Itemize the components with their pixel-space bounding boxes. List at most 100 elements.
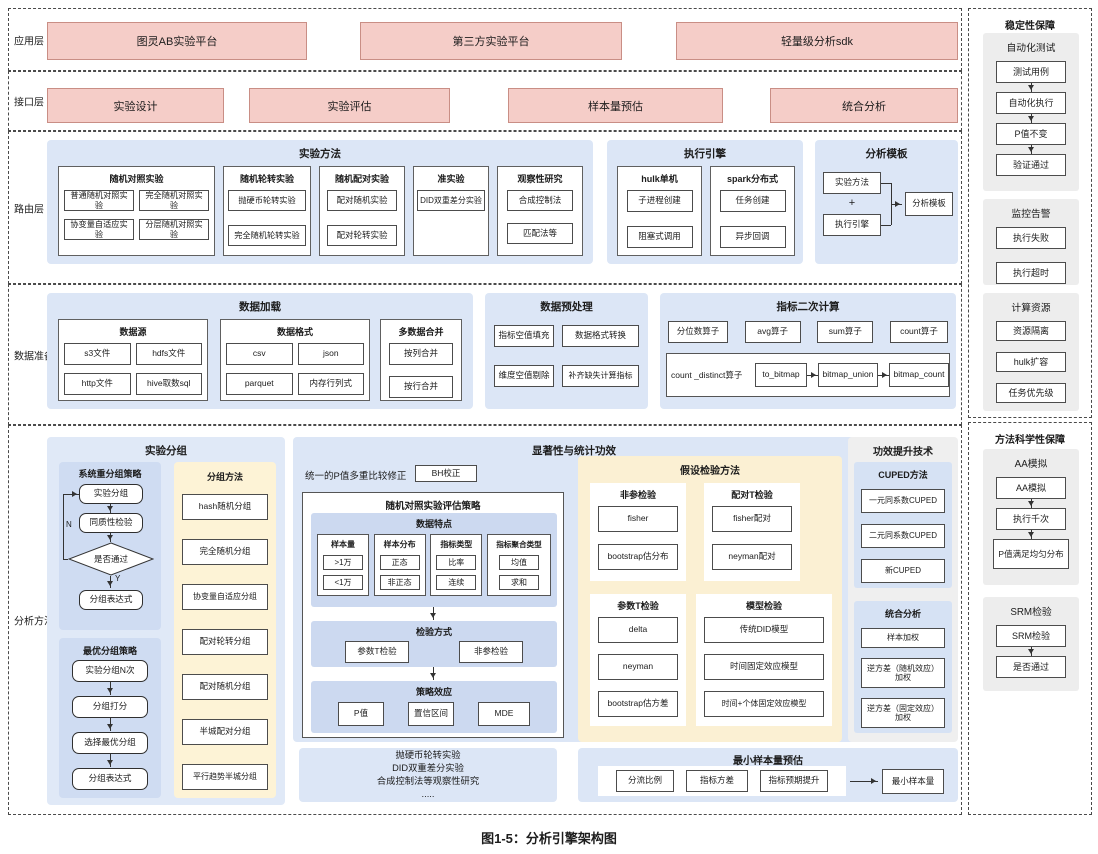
down-arrow-icon <box>1027 145 1034 154</box>
iface-box-sample-size-estimate: 样本量预估 <box>508 88 723 123</box>
rotation-col: 抛硬币轮转实验 完全随机轮转实验 <box>228 190 306 246</box>
flow-node-expression: 分组表达式 <box>79 590 143 610</box>
grouping-method: 半城配对分组 <box>182 719 268 745</box>
meta-analysis-panel: 统合分析 样本加权 逆方差（随机效应）加权 逆方差（固定效应）加权 <box>854 601 952 733</box>
iface-box-meta-analysis: 统合分析 <box>770 88 958 123</box>
hypothesis-testing-title: 假设检验方法 <box>680 466 740 477</box>
rct-item: 协变量自适应实验 <box>64 219 134 240</box>
param-t-item: bootstrap估方差 <box>598 691 678 717</box>
paired-t-item: neyman配对 <box>712 544 792 570</box>
note-line: DID双重差分实验 <box>392 763 464 774</box>
nonparam-title: 非参检验 <box>619 490 656 500</box>
grouping-method: 完全随机分组 <box>182 539 268 565</box>
preprocessing-panel: 数据预处理 指标空值填充 数据格式转换 维度空值剔除 补齐缺失计算指标 <box>485 293 648 409</box>
flow-step: bitmap_count <box>889 363 949 387</box>
cuped-item: 新CUPED <box>861 559 945 583</box>
min-sample-inputs-box: 分流比例 指标方差 指标预期提升 <box>598 766 846 796</box>
grouping-methods-title: 分组方法 <box>206 472 243 482</box>
trait-item: 均值 <box>498 555 539 570</box>
quasi-group: 准实验 DID双重差分实验 <box>413 166 489 256</box>
diamond-shape <box>67 542 155 576</box>
metric-calc-panel: 指标二次计算 分位数算子 avg算子 sum算子 count算子 count _… <box>660 293 956 409</box>
note-line: 抛硬币轮转实验 <box>395 750 461 761</box>
interface-layer-label: 接口层 <box>14 97 44 109</box>
data-loading-panel: 数据加载 数据源 s3文件 hdfs文件 http文件 hive取数sql 数据… <box>47 293 473 409</box>
rct-group: 随机对照实验 普通随机对照实验 完全随机对照实验 协变量自适应实验 分层随机对照… <box>58 166 215 256</box>
analysis-layer-frame: 分析方法 <box>8 425 962 815</box>
paired-group-title: 随机配对实验 <box>334 174 389 184</box>
stability-title: 稳定性保障 <box>1005 21 1055 32</box>
monitoring-item: 执行失败 <box>996 227 1066 249</box>
paired-group: 随机配对实验 配对随机实验 配对轮转实验 <box>319 166 405 256</box>
connector-line <box>881 225 891 226</box>
down-arrow-icon <box>430 667 436 680</box>
flow-step: to_bitmap <box>755 363 807 387</box>
preprocessing-title: 数据预处理 <box>540 301 593 313</box>
execution-engine-panel: 执行引擎 hulk单机 子进程创建 阻塞式调用 spark分布式 任务创建 异步… <box>607 140 803 264</box>
plus-sign: + <box>848 197 856 209</box>
data-format-grid: csv json parquet 内存行列式 <box>226 343 364 395</box>
significance-title: 显著性与统计功效 <box>532 445 616 457</box>
monitoring-title: 监控告警 <box>1011 209 1051 220</box>
data-merge-item: 按行合并 <box>389 376 453 398</box>
template-input-method: 实验方法 <box>823 172 881 194</box>
aa-sim-section: AA模拟 AA模拟 执行千次 P值满足均匀分布 <box>983 449 1079 585</box>
trait-item: 非正态 <box>379 575 420 590</box>
power-boost-panel: 功效提升技术 CUPED方法 一元同系数CUPED 二元同系数CUPED 新CU… <box>848 437 958 742</box>
grouping-title: 实验分组 <box>145 445 187 457</box>
bh-correction-box: BH校正 <box>415 465 477 482</box>
app-box-turing-ab-platform: 图灵AB实验平台 <box>47 22 307 60</box>
distinct-flow-box: count _distinct算子 to_bitmap bitmap_union… <box>666 353 950 397</box>
auto-test-section: 自动化测试 测试用例 自动化执行 P值不变 验证通过 <box>983 33 1079 191</box>
data-prep-layer-label: 数据准备 <box>14 351 54 362</box>
grouping-panel: 实验分组 系统重分组策略 实验分组 同质性检验 是否通过 Y 分组表达式 N 最… <box>47 437 285 805</box>
strategy-effect-item: P值 <box>338 702 384 726</box>
interface-layer-frame: 接口层 <box>8 71 962 131</box>
optimal-strategy-title: 最优分组策略 <box>82 646 137 656</box>
data-source-group: 数据源 s3文件 hdfs文件 http文件 hive取数sql <box>58 319 208 401</box>
down-arrow-icon <box>1027 114 1034 123</box>
data-format-group: 数据格式 csv json parquet 内存行列式 <box>220 319 370 401</box>
quasi-item: DID双重差分实验 <box>417 190 485 211</box>
experiment-methods-title: 实验方法 <box>299 148 341 160</box>
hypothesis-testing-panel: 假设检验方法 非参检验 fisher bootstrap估分布 配对T检验 fi… <box>578 456 842 742</box>
routing-layer-frame: 路由层 <box>8 131 962 284</box>
hulk-item: 子进程创建 <box>626 190 693 212</box>
rct-item: 完全随机对照实验 <box>139 190 209 211</box>
monitoring-item: 执行超时 <box>996 262 1066 284</box>
data-merge-item: 按列合并 <box>389 343 453 365</box>
flow-step: bitmap_union <box>818 363 878 387</box>
hulk-item: 阻塞式调用 <box>626 226 693 248</box>
grouping-method: 协变量自适应分组 <box>182 584 268 610</box>
trait-item: <1万 <box>323 575 363 590</box>
trait-aggregation-type: 指标聚合类型 均值 求和 <box>486 534 551 596</box>
data-format-item: json <box>297 343 364 365</box>
operator: avg算子 <box>744 321 801 343</box>
auto-test-item: P值不变 <box>996 123 1066 145</box>
decision-diamond: 是否通过 <box>67 542 155 576</box>
meta-analysis-title: 统合分析 <box>884 609 921 619</box>
aa-sim-title: AA模拟 <box>1014 459 1048 470</box>
data-format-item: parquet <box>226 373 293 395</box>
param-t-col: delta neyman bootstrap估方差 <box>598 617 678 717</box>
compute-resource-section: 计算资源 资源隔离 hulk扩容 任务优先级 <box>983 293 1079 411</box>
model-test-group: 模型检验 传统DID模型 时间固定效应模型 时间+个体固定效应模型 <box>696 594 832 726</box>
min-sample-input: 指标预期提升 <box>760 770 828 792</box>
cuped-item: 一元同系数CUPED <box>861 489 945 513</box>
data-traits-panel: 数据特点 样本量 >1万 <1万 样本分布 正态 非正态 指标类型 比率 <box>311 513 557 607</box>
decision-label: 是否通过 <box>93 554 128 564</box>
traits-row: 样本量 >1万 <1万 样本分布 正态 非正态 指标类型 比率 连续 <box>317 534 551 596</box>
data-loading-title: 数据加载 <box>239 301 281 313</box>
data-merge-title: 多数据合并 <box>398 327 444 337</box>
trait-item: 比率 <box>436 555 477 570</box>
model-test-col: 传统DID模型 时间固定效应模型 时间+个体固定效应模型 <box>704 617 824 717</box>
app-layer-label: 应用层 <box>14 36 44 47</box>
trait-metric-type: 指标类型 比率 连续 <box>430 534 483 596</box>
test-method-title: 检验方式 <box>415 627 452 637</box>
nonparam-group: 非参检验 fisher bootstrap估分布 <box>590 483 686 581</box>
data-source-item: hdfs文件 <box>135 343 202 365</box>
data-traits-title: 数据特点 <box>415 519 452 529</box>
paired-item: 配对随机实验 <box>327 190 397 211</box>
data-merge-col: 按列合并 按行合并 <box>389 343 453 398</box>
rotation-item: 完全随机轮转实验 <box>228 225 306 246</box>
